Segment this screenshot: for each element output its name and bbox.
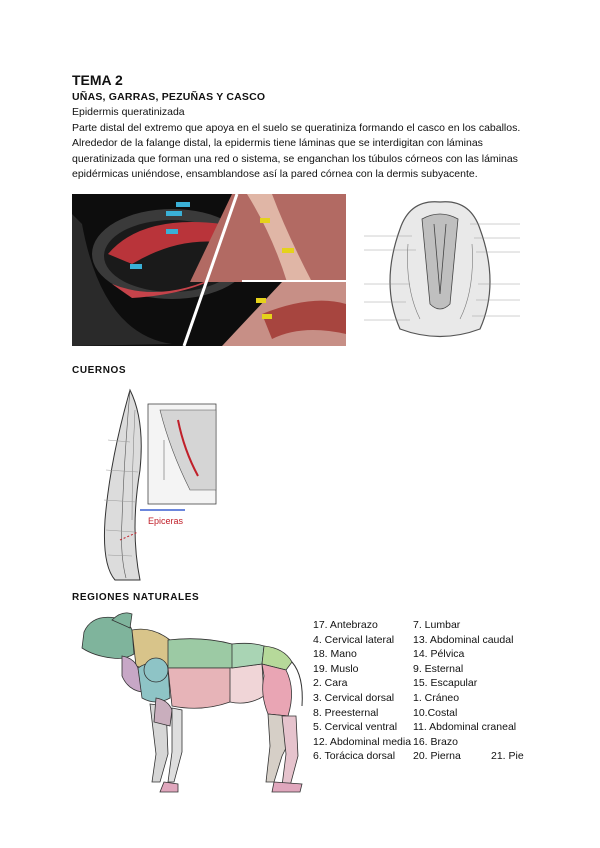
hoof-sole-drawing (350, 194, 530, 346)
epiceras-label: Epiceras (148, 516, 184, 526)
legend-entry: 5. Cervical ventral (313, 721, 398, 734)
legend-entry: 1. Cráneo (413, 692, 460, 704)
dog-regions-drawing (72, 606, 306, 798)
legend-entry: 4. Cervical lateral (313, 633, 395, 646)
page-title: TEMA 2 (72, 72, 123, 88)
legend-entry: 20. Pierna (413, 750, 461, 763)
legend-entry: 16. Brazo (413, 735, 458, 748)
legend-entry: 15. Escapular (413, 677, 478, 690)
legend-entry: 17. Antebrazo (313, 619, 378, 631)
legend-entry: 9. Esternal (413, 662, 464, 675)
legend-entry: 13. Abdominal caudal (413, 633, 514, 646)
legend-entry: 10.Costal (413, 706, 458, 719)
body-paragraph: Parte distal del extremo que apoya en el… (72, 122, 521, 180)
legend-entry: 14. Pélvica (413, 648, 465, 661)
legend-entry: 19. Muslo (313, 662, 359, 675)
horn-section-drawing: Epiceras (80, 380, 220, 582)
section-heading-cuernos: CUERNOS (72, 365, 127, 376)
legend-entry: 3. Cervical dorsal (313, 692, 395, 704)
section-heading-regiones: REGIONES NATURALES (72, 592, 200, 603)
section-subtitle: UÑAS, GARRAS, PEZUÑAS Y CASCO (72, 91, 266, 103)
subheading: Epidermis queratinizada (72, 106, 185, 118)
legend-entry: 21. Pie (491, 750, 524, 763)
legend-entry: 11. Abdominal craneal (413, 721, 517, 734)
legend-entry: 6. Torácica dorsal (313, 750, 396, 763)
legend-entry: 7. Lumbar (413, 619, 461, 631)
legend-entry: 18. Mano (313, 648, 357, 661)
legend-entry: 12. Abdominal media (313, 735, 412, 748)
hoof-dissection-photo (72, 194, 346, 346)
legend-entry: 2. Cara (313, 677, 348, 690)
legend-entry: 8. Preesternal (313, 706, 379, 719)
